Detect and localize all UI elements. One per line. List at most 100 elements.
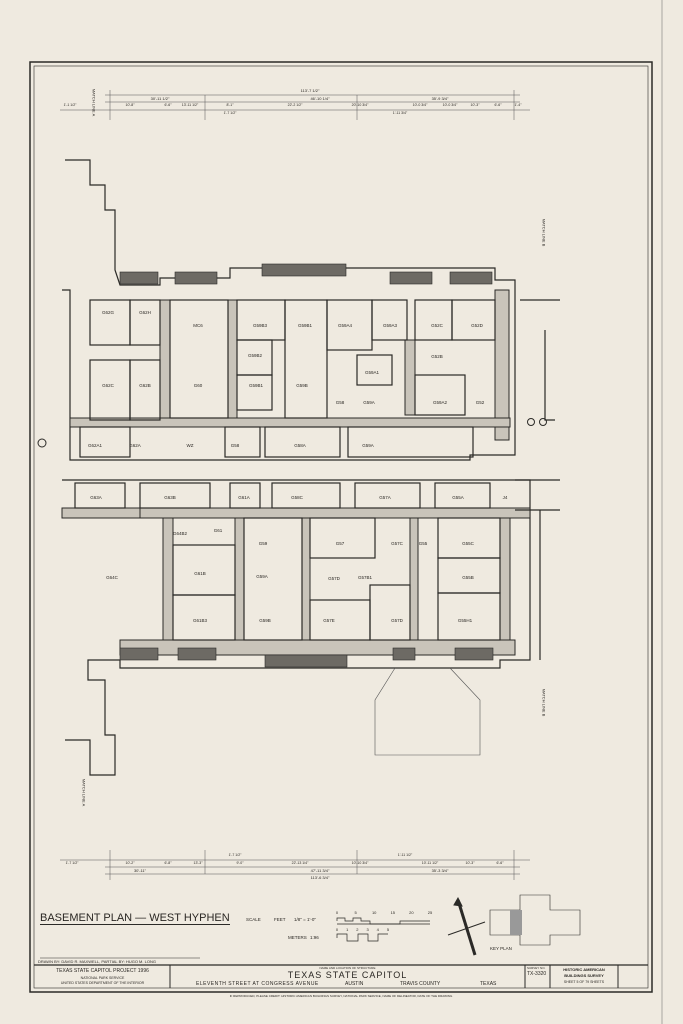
room-label: G59A [256,574,268,579]
survey-number: TX-3320 [527,971,547,977]
room-label: G59 [258,541,268,546]
drawing-title: BASEMENT PLAN — WEST HYPHEN [40,912,230,925]
room-label: G57D [328,576,340,581]
dimension-label: 6'-8" [164,861,172,865]
survey-caption: SURVEY NO. [527,966,546,970]
scale-tick-label: 4 [376,927,379,932]
room-label: G55 [418,541,428,546]
dimension-label: 9'-0" [236,861,244,865]
room-label: G57C [391,541,403,546]
room-label: G57 [335,541,345,546]
scale-tick-label: 3 [366,927,369,932]
scale-tick-label: 5 [354,910,357,915]
room-label: G64C [106,575,118,580]
room-label: G61 [213,528,223,533]
dimension-label: 1'-11 1/2" [397,853,413,857]
room-label: G62B [139,383,151,388]
room-label: G62H [139,310,151,315]
credits: DRAWN BY: DAVID R. MAXWELL, PARTIAL BY: … [38,959,156,964]
scale-tick-label: 20 [409,910,414,915]
lower-wing-plan [61,479,560,776]
key-plan-label: KEY PLAN [490,946,512,951]
dimension-label: 8'-1" [226,103,234,107]
scale-tick-label: 10 [371,910,377,915]
room-label: G55C [462,541,474,546]
upper-wing-plan [37,159,560,461]
room-label: G59A [362,443,374,448]
dimension-label: 35'-9 3/4" [431,96,449,101]
dimension-label: 113'-6 3/4" [310,875,330,880]
room-label: G59B [296,383,308,388]
inner-border [33,65,649,989]
match-line-a-bottom: MATCH LINE A [81,778,87,807]
dimension-label: 10'-0 3/4" [412,103,428,107]
room-label: G59B1 [297,323,313,328]
scale-bar [336,917,430,942]
scale-feet-ratio: 1/8" = 1'-0" [294,917,316,922]
state: TEXAS [480,981,497,987]
dimension-label: 1'-7 1/2" [65,861,79,865]
dimension-label: 6'-6" [496,861,504,865]
room-label: G58A [294,443,306,448]
city: AUSTIN [345,981,364,987]
room-label: G64B2 [172,531,188,536]
agency-1: NATIONAL PARK SERVICE [80,976,125,980]
scale-tick-label: 15 [390,910,396,915]
dimension-label: 6'-6" [494,103,502,107]
bottom-dimension-lines [60,850,530,880]
structure-name: TEXAS STATE CAPITOL [287,970,408,980]
room-label: G59B2 [247,353,263,358]
room-label: G60 [193,383,203,388]
project-name: TEXAS STATE CAPITOL PROJECT 1996 [56,968,149,974]
dimension-label: 47'-11 3/4" [310,868,330,873]
match-line-b-bottom: MATCH LINE B [541,688,547,717]
dimension-label: 20'-10 3/4" [351,103,369,107]
dimension-label: 1'-11 3/4" [392,111,408,115]
room-label: G59A3 [382,323,398,328]
scale-tick-label: 2 [356,927,359,932]
name-caption: NAME AND LOCATION OF STRUCTURE [319,966,376,970]
room-label: G55H1 [457,618,473,623]
room-label: G57B1 [357,575,373,580]
room-label: G52B [431,354,443,359]
dimension-label: 1'-7 1/2" [223,111,237,115]
outer-border [29,61,653,993]
key-plan-diagram [489,894,581,946]
room-label: G59B [259,618,271,623]
scale-meters-ratio: 1:96 [310,935,319,940]
room-label: G52C [431,323,443,328]
dimension-label: 10'-3" [470,103,480,107]
room-label: G57D [391,618,403,623]
room-label: G62G [101,310,115,315]
room-label: G59B3 [252,323,268,328]
room-label: WZ [186,443,194,448]
room-label: G58 [230,443,240,448]
county: TRAVIS COUNTY [400,981,441,987]
room-label: G59A2 [432,400,448,405]
scale-tick-label: 1 [346,927,349,932]
room-label: G62C [102,383,114,388]
room-label: G52 [475,400,485,405]
dimension-label: 10'-3" [465,861,475,865]
room-label: G62A [129,443,141,448]
dimension-label: 22'-2 1/2" [287,103,303,107]
room-label: G59B1 [248,383,264,388]
match-line-a-top: MATCH LINE A [91,88,97,117]
room-label: G62A1 [87,443,103,448]
room-label: G59A4 [337,323,353,328]
room-label: G58C [291,495,303,500]
dimension-label: 113'-7 1/2" [300,88,320,93]
habs-line-2: BUILDINGS SURVEY [564,973,604,978]
footer-note: IF REPRODUCED, PLEASE CREDIT: HISTORIC A… [229,994,453,998]
room-label: G63A [90,495,102,500]
dimension-label: 35'-3 3/4" [431,868,449,873]
room-label: MC6 [193,323,203,328]
dimension-label: 1'-4" [514,103,522,107]
room-label: G59A [363,400,375,405]
scale-tick-label: 25 [427,910,433,915]
room-label: G55A [452,495,464,500]
room-label: G63B [164,495,176,500]
habs-line-1: HISTORIC AMERICAN [563,967,605,972]
street: ELEVENTH STREET AT CONGRESS AVENUE [196,981,319,987]
